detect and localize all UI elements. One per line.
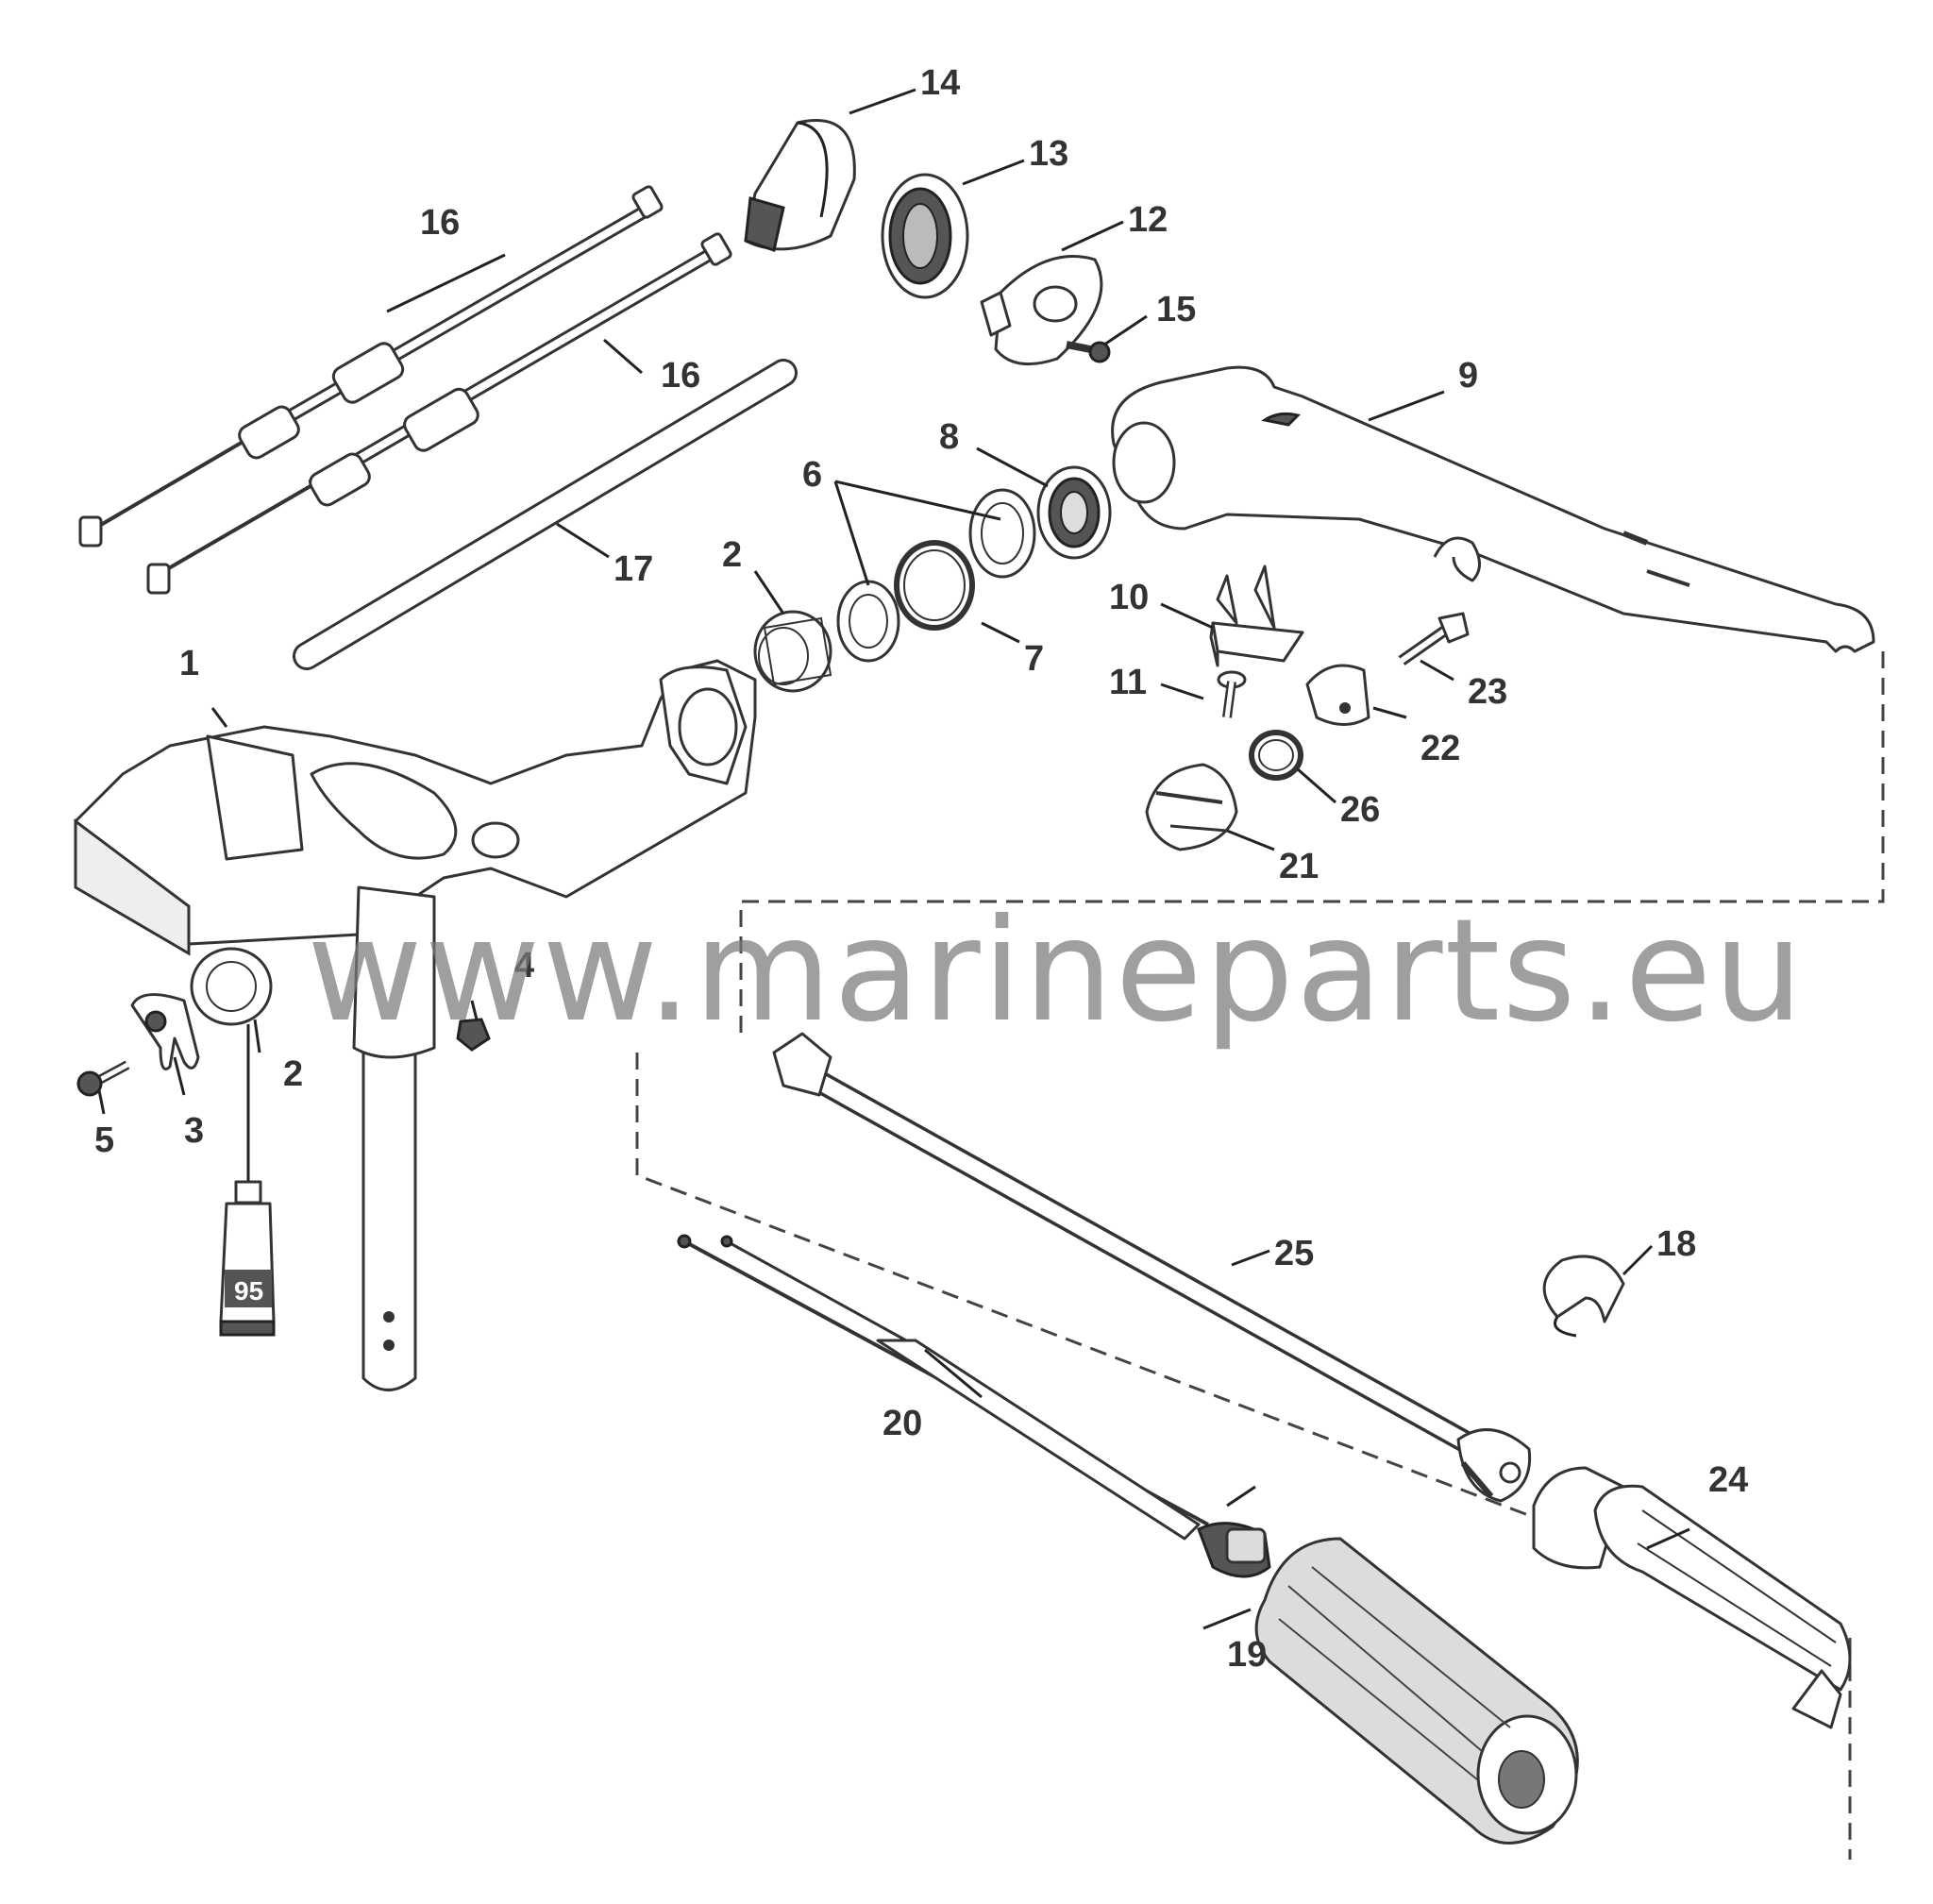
part-12-plate bbox=[980, 255, 1103, 366]
grease-tube-label: 95 bbox=[234, 1276, 263, 1306]
part-6-washer-large bbox=[968, 488, 1036, 579]
part-16-cable-upper bbox=[78, 185, 664, 548]
part-2-bushing-upper bbox=[753, 610, 832, 693]
part-2-bushing-lower bbox=[190, 947, 273, 1026]
callout-17: 17 bbox=[614, 549, 653, 589]
part-15-screw bbox=[1066, 341, 1111, 363]
callout-15: 15 bbox=[1156, 290, 1196, 329]
part-25-throttle-shaft bbox=[772, 1032, 1532, 1503]
part-10-bracket bbox=[1209, 564, 1304, 667]
callout-5: 5 bbox=[94, 1120, 114, 1160]
leader-lines bbox=[97, 88, 1690, 1630]
part-9-tiller-arm bbox=[1111, 365, 1875, 653]
part-18-clip-ring bbox=[1542, 1255, 1625, 1338]
callout-4: 4 bbox=[514, 946, 534, 986]
callout-numbers: 14 13 12 15 16 16 17 9 8 6 2 7 10 11 23 … bbox=[94, 63, 1748, 1675]
callout-12: 12 bbox=[1128, 200, 1168, 240]
part-5-screw bbox=[76, 1060, 130, 1097]
callout-2-lower: 2 bbox=[283, 1054, 303, 1094]
alignment-lines bbox=[635, 651, 1885, 1860]
part-3-clip bbox=[130, 993, 200, 1070]
part-26-ring bbox=[1249, 730, 1303, 781]
part-17-rod bbox=[293, 359, 798, 670]
callout-6: 6 bbox=[802, 455, 822, 495]
part-22-block bbox=[1305, 664, 1370, 726]
part-4-nut bbox=[456, 1018, 491, 1052]
callout-20: 20 bbox=[882, 1404, 922, 1443]
part-13-spring bbox=[881, 173, 969, 299]
callout-7: 7 bbox=[1024, 639, 1044, 679]
callout-10: 10 bbox=[1109, 578, 1149, 617]
callout-25: 25 bbox=[1274, 1234, 1314, 1273]
part-16-cable-lower bbox=[146, 232, 732, 595]
part-20-cable bbox=[677, 1234, 1271, 1578]
callout-23: 23 bbox=[1468, 672, 1507, 712]
part-11-screw bbox=[1217, 670, 1247, 718]
callout-1: 1 bbox=[179, 644, 199, 683]
part-6-washer-small bbox=[836, 580, 900, 663]
part-23-bolt bbox=[1398, 612, 1470, 666]
part-14-clamp bbox=[744, 119, 856, 252]
callout-16-lower: 16 bbox=[661, 356, 700, 396]
part-19-grip bbox=[1254, 1537, 1579, 1845]
part-7-o-ring bbox=[894, 540, 975, 631]
callout-13: 13 bbox=[1029, 134, 1068, 174]
callout-19: 19 bbox=[1227, 1635, 1267, 1675]
callout-8: 8 bbox=[939, 417, 959, 457]
part-1-steering-shaft bbox=[352, 885, 436, 1391]
callout-16-upper: 16 bbox=[420, 203, 460, 243]
callout-2-upper: 2 bbox=[722, 535, 742, 575]
callout-22: 22 bbox=[1420, 729, 1460, 768]
callout-9: 9 bbox=[1458, 356, 1478, 396]
part-21-knob bbox=[1145, 763, 1238, 851]
callout-26: 26 bbox=[1340, 790, 1380, 830]
callout-14: 14 bbox=[920, 63, 960, 103]
callout-3: 3 bbox=[184, 1111, 204, 1151]
callout-18: 18 bbox=[1656, 1224, 1696, 1264]
watermark-text: www.marineparts.eu bbox=[307, 889, 1806, 1053]
callout-11: 11 bbox=[1109, 663, 1147, 702]
grease-tube-95: 95 bbox=[219, 1024, 276, 1337]
callout-24: 24 bbox=[1708, 1460, 1748, 1500]
callout-21: 21 bbox=[1279, 847, 1319, 886]
part-8-bearing bbox=[1036, 465, 1112, 560]
part-24-twist-grip bbox=[1532, 1466, 1852, 1729]
